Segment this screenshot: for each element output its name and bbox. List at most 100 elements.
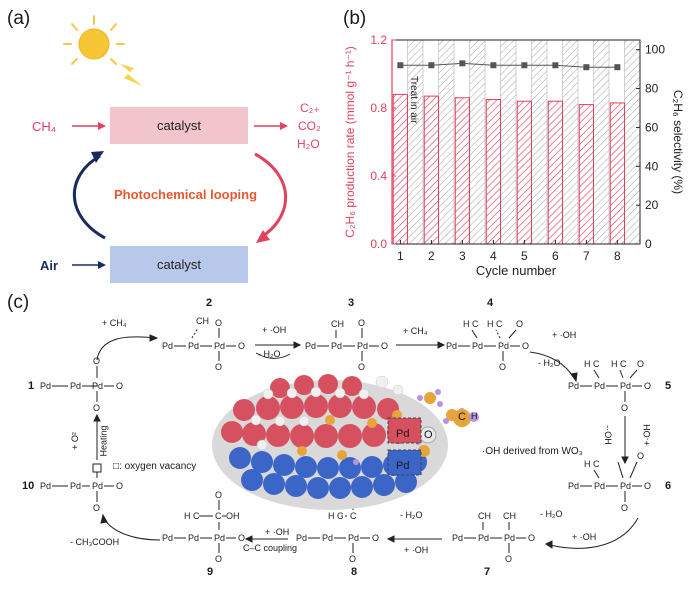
svg-text:Pd: Pd xyxy=(357,341,368,351)
step-minus-oh-5: -·OH xyxy=(602,425,613,445)
x-tick-label-5: 5 xyxy=(521,249,528,263)
svg-text:Pd: Pd xyxy=(296,533,307,543)
svg-text:Pd: Pd xyxy=(162,533,173,543)
svg-text:O: O xyxy=(522,341,529,351)
step-minus-h2o-4: - H₂O xyxy=(538,358,561,368)
svg-text:Pd: Pd xyxy=(498,341,509,351)
svg-text:O: O xyxy=(93,503,100,513)
svg-text:Pd: Pd xyxy=(446,341,457,351)
x-tick-label-2: 2 xyxy=(428,249,435,263)
svg-text:Pd: Pd xyxy=(92,381,103,391)
y2-tick-label-0: 0 xyxy=(645,237,652,251)
selectivity-point-2 xyxy=(428,62,435,69)
svg-text:H C: H C xyxy=(584,359,600,369)
compound-4: 4 xyxy=(487,297,494,309)
svg-text:O: O xyxy=(215,554,222,564)
svg-text:Pd: Pd xyxy=(70,381,81,391)
svg-text:O: O xyxy=(215,318,222,328)
treatment-band-2 xyxy=(438,39,455,245)
x-tick-label-3: 3 xyxy=(459,249,466,263)
ch4-arrow xyxy=(72,122,106,130)
svg-text:O: O xyxy=(358,362,365,372)
step-cc-coupling: C–C coupling xyxy=(243,543,298,553)
svg-text:Pd: Pd xyxy=(620,481,631,491)
selectivity-point-5 xyxy=(521,62,528,69)
bar-cycle-6 xyxy=(547,100,564,245)
svg-text:Pd: Pd xyxy=(452,533,463,543)
svg-text:Pd: Pd xyxy=(568,381,579,391)
selectivity-line xyxy=(400,62,618,68)
step-plus-oh-6: + ·OH xyxy=(572,532,597,542)
svg-text:Pd: Pd xyxy=(348,533,359,543)
svg-text:O: O xyxy=(644,381,651,391)
oh-source-label: ·OH derived from WO₃ xyxy=(482,446,583,457)
svg-text:CH: CH xyxy=(331,319,344,329)
step-plus-oh-7: + ·OH xyxy=(404,545,429,555)
treatment-band-8 xyxy=(624,39,641,245)
selectivity-point-6 xyxy=(552,62,559,69)
svg-text:O: O xyxy=(499,362,506,372)
selectivity-point-4 xyxy=(490,62,497,69)
svg-text:Pd: Pd xyxy=(40,381,51,391)
treatment-band-6 xyxy=(562,39,579,245)
x-axis-label: Cycle number xyxy=(476,263,557,278)
svg-text:Pd: Pd xyxy=(322,533,333,543)
x-tick-label-7: 7 xyxy=(583,249,590,263)
h-atom-label: H xyxy=(471,411,478,421)
y-tick-label-0: 0.0 xyxy=(370,237,387,251)
svg-text:H C: H C xyxy=(184,511,200,521)
treatment-band-1 xyxy=(407,39,424,245)
svg-text:Pd: Pd xyxy=(162,341,173,351)
svg-text:Pd: Pd xyxy=(478,533,489,543)
selectivity-point-1 xyxy=(397,62,404,69)
c-atom-label: C xyxy=(458,411,466,423)
y-axis-label: C₂H₆ production rate (mmol g⁻¹ h⁻¹) xyxy=(343,46,357,238)
svg-text:O: O xyxy=(381,341,388,351)
svg-text:O: O xyxy=(116,481,123,491)
y2-tick-label-5: 100 xyxy=(645,43,665,57)
svg-text:Pd: Pd xyxy=(594,481,605,491)
y-tick-label-3: 1.2 xyxy=(370,33,387,47)
pd-top-label: Pd xyxy=(396,428,410,440)
pd-bottom-label: Pd xyxy=(396,460,410,472)
svg-text:Pd: Pd xyxy=(188,533,199,543)
svg-text:C: C xyxy=(215,511,222,521)
y-tick-label-2: 0.8 xyxy=(370,101,387,115)
svg-text:C: C xyxy=(350,511,357,521)
svg-text:CH: CH xyxy=(196,316,209,326)
air-arrow xyxy=(72,261,106,269)
step-minus-h2o-7: - H₂O xyxy=(400,510,423,520)
step-plus-ch4-1: + CH₄ xyxy=(102,318,127,328)
svg-text:H C: H C xyxy=(584,459,600,469)
y2-tick-label-1: 20 xyxy=(645,198,659,212)
svg-text:Pd: Pd xyxy=(40,481,51,491)
step-plus-oh-2: + ·OH xyxy=(262,325,287,335)
svg-text:Pd: Pd xyxy=(305,341,316,351)
bar-cycle-7 xyxy=(578,104,595,245)
step-heating: Heating xyxy=(98,425,109,457)
product-h2o: H₂O xyxy=(297,137,320,151)
selectivity-point-3 xyxy=(459,60,466,67)
panel-a-label: (a) xyxy=(7,8,31,29)
air-label: Air xyxy=(40,258,59,273)
svg-text:H C: H C xyxy=(611,359,627,369)
svg-text:O: O xyxy=(516,319,523,329)
step-plus-oh-4: + ·OH xyxy=(552,330,577,340)
product-c2plus: C₂₊ xyxy=(300,101,320,115)
bar-cycle-1 xyxy=(392,93,409,245)
panel-c-label: (c) xyxy=(7,292,30,313)
svg-text:O: O xyxy=(528,533,535,543)
svg-text:O: O xyxy=(93,356,100,366)
surface-illustration xyxy=(212,374,479,510)
x-tick-label-1: 1 xyxy=(397,249,404,263)
svg-text:O: O xyxy=(505,554,512,564)
selectivity-point-7 xyxy=(583,64,590,71)
sun-icon xyxy=(63,15,142,86)
svg-text:O: O xyxy=(644,481,651,491)
mechanism-scheme: Pd Pd . Pd O O O Pd Pd Pd O O O CH Pd Pd… xyxy=(40,316,651,564)
compound-2: 2 xyxy=(206,297,213,309)
compound-3: 3 xyxy=(348,297,355,309)
step-minus-h2o-6: - H₂O xyxy=(540,509,563,519)
reactant-ch4: CH₄ xyxy=(32,119,57,134)
